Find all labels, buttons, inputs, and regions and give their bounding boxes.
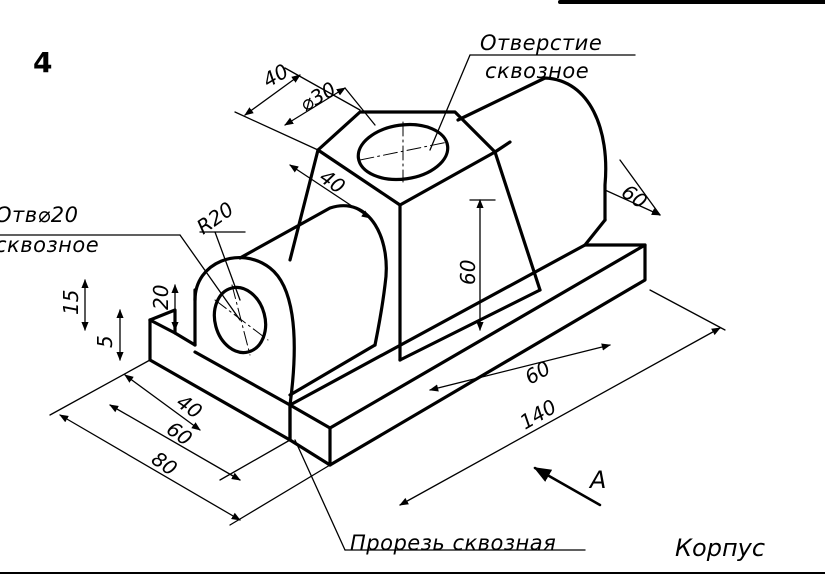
rear-cylinder — [456, 76, 608, 247]
figure-title: Корпус — [675, 534, 765, 562]
central-block — [288, 110, 542, 362]
figure-number: 4 — [33, 46, 52, 79]
dim-base-thickness: 5 — [93, 335, 117, 348]
note-top-hole-line2: сквозное — [485, 59, 589, 83]
front-cylinder — [193, 204, 388, 407]
note-side-hole-line1: Отв⌀20 — [0, 203, 79, 227]
front-step — [148, 288, 292, 442]
dimension-lines — [0, 54, 726, 551]
dim-block-height: 60 — [456, 260, 480, 285]
view-arrow-label: A — [588, 466, 606, 494]
note-slot: Прорезь сквозная — [350, 531, 556, 555]
note-side-hole-line2: сквозное — [0, 233, 99, 257]
dim-top-width: 40 — [259, 59, 293, 93]
dim-front-80: 80 — [147, 446, 182, 480]
dim-step-height: 15 — [59, 290, 83, 315]
dim-hole-diameter: ⌀30 — [296, 77, 340, 117]
dim-base-mid: 60 — [521, 356, 555, 390]
note-top-hole-line1: Отверстие — [480, 31, 602, 55]
dim-ear-height: 20 — [149, 285, 173, 310]
